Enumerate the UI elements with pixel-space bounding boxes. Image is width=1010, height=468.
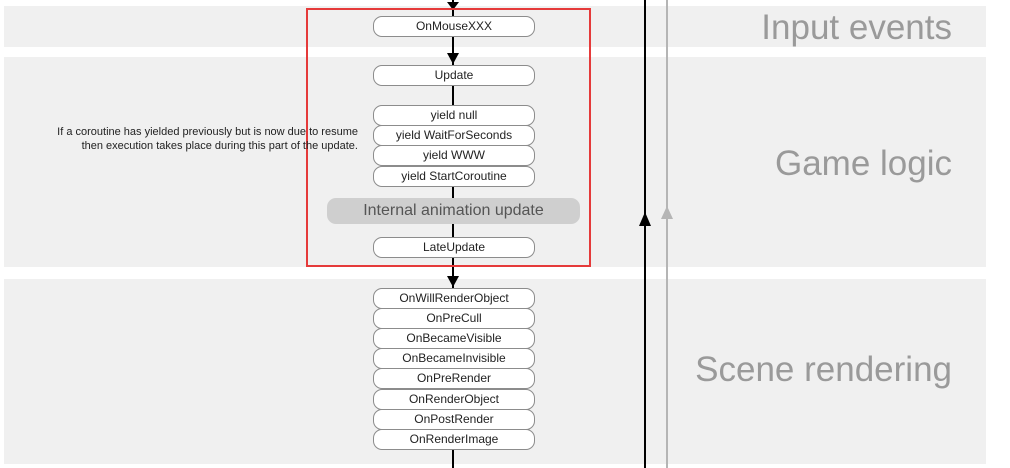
on-pre-cull-node: OnPreCull [373,308,535,329]
input-events-label: Input events [761,8,952,47]
coroutine-note: If a coroutine has yielded previously bu… [57,126,358,152]
yield-start-coroutine-node: yield StartCoroutine [373,166,535,187]
on-post-render-node: OnPostRender [373,409,535,430]
on-pre-render-node: OnPreRender [373,368,535,389]
on-will-render-object-node: OnWillRenderObject [373,288,535,309]
update-node: Update [373,65,535,86]
on-mouse-node: OnMouseXXX [373,16,535,37]
late-update-node: LateUpdate [373,237,535,258]
on-render-object-node: OnRenderObject [373,389,535,410]
yield-wait-for-seconds-node: yield WaitForSeconds [373,125,535,146]
coroutine-highlight-box [306,8,591,267]
yield-null-node: yield null [373,105,535,126]
on-became-invisible-node: OnBecameInvisible [373,348,535,369]
on-became-visible-node: OnBecameVisible [373,328,535,349]
on-render-image-node: OnRenderImage [373,429,535,450]
game-logic-label: Game logic [774,144,952,183]
yield-www-node: yield WWW [373,145,535,166]
scene-rendering-label: Scene rendering [695,350,952,389]
internal-animation-update-node: Internal animation update [327,198,580,224]
